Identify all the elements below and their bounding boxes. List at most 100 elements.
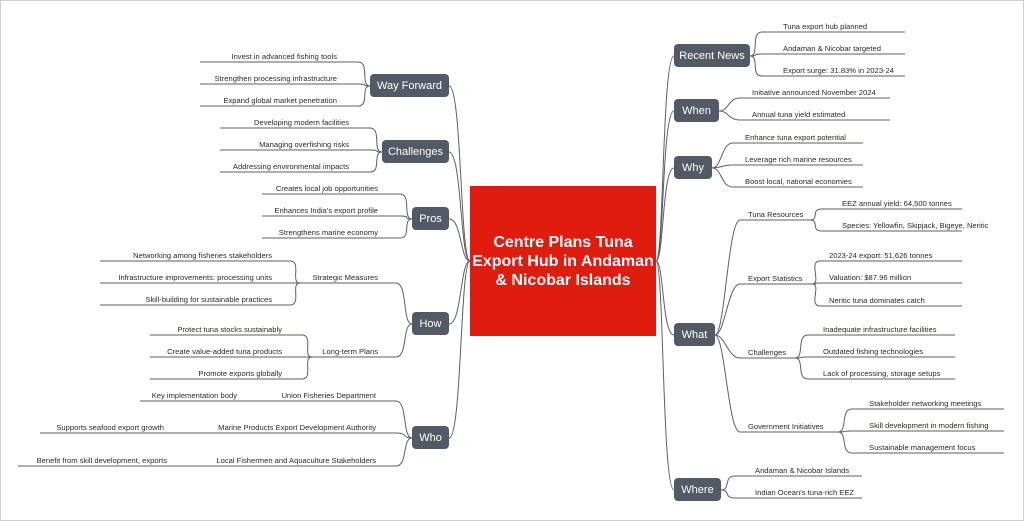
leaf-strategic-2: Infrastructure improvements: processing … — [118, 273, 272, 282]
way-forward-links — [200, 83, 371, 87]
leaf-what-challenges-2: Outdated fishing technologies — [823, 347, 924, 356]
leaf-when-1: Initiative announced November 2024 — [752, 88, 876, 97]
who-links — [200, 437, 413, 467]
central-topic[interactable]: Centre Plans Tuna Export Hub in Andaman … — [470, 186, 656, 336]
node-when[interactable]: When — [674, 99, 719, 122]
what-links — [714, 334, 838, 433]
node-challenges-left[interactable]: Challenges — [382, 140, 449, 163]
leaf-who-local-1: Benefit from skill development, exports — [36, 456, 167, 465]
leaf-export-stats-3: Neritic tuna dominates catch — [829, 296, 925, 305]
how-long-term-plans: Long-term Plans — [322, 347, 378, 356]
leaf-gov-3: Sustainable management focus — [869, 443, 976, 452]
leaf-where-1: Andaman & Nicobar Islands — [755, 466, 850, 475]
node-where[interactable]: Where — [674, 478, 721, 501]
node-how[interactable]: How — [412, 312, 449, 335]
tuna-resources-links — [809, 219, 962, 232]
who-links — [268, 400, 413, 439]
pros-links — [262, 193, 413, 220]
recent-news-links — [749, 31, 905, 57]
what-links — [714, 334, 795, 359]
way-forward-links — [200, 85, 371, 107]
trunk-left — [448, 218, 471, 262]
why-links — [711, 164, 863, 169]
gov-links — [837, 408, 1004, 433]
pros-links — [262, 215, 413, 220]
trunk-left — [448, 85, 471, 262]
way-forward-links — [200, 61, 371, 87]
long-term-links — [150, 356, 313, 380]
leaf-way-forward-2: Strengthen processing infrastructure — [214, 74, 337, 83]
leaf-long-term-2: Create value-added tuna products — [167, 347, 282, 356]
what-export-statistics: Export Statistics — [748, 274, 803, 283]
challenges-links — [220, 149, 383, 153]
node-who[interactable]: Who — [412, 426, 449, 449]
node-pros[interactable]: Pros — [412, 207, 449, 230]
leaf-pros-1: Creates local job opportunities — [275, 184, 378, 193]
leaf-way-forward-3: Expand global market penetration — [223, 96, 337, 105]
when-links — [718, 110, 890, 121]
how-links — [312, 323, 413, 358]
node-why[interactable]: Why — [674, 156, 712, 179]
what-links — [714, 283, 812, 336]
challenges-links — [220, 127, 383, 153]
what-challenges: Challenges — [748, 348, 786, 357]
when-links — [718, 97, 890, 112]
what-links — [714, 219, 810, 336]
why-links — [711, 142, 863, 169]
node-what[interactable]: What — [674, 323, 715, 346]
leaf-who-union-1: Key implementation body — [151, 391, 237, 400]
trunk-right — [655, 260, 675, 336]
leaf-when-2: Annual tuna yield estimated — [752, 110, 846, 119]
leaf-why-3: Boost local, national economies — [745, 177, 852, 186]
trunk-right — [655, 260, 675, 491]
where-links — [720, 475, 862, 491]
what-government-initiatives: Government Initiatives — [748, 422, 824, 431]
gov-links — [837, 430, 1004, 433]
who-local-fishermen: Local Fishermen and Aquaculture Stakehol… — [216, 456, 376, 465]
leaf-recent-news-2: Andaman & Nicobar targeted — [783, 44, 881, 53]
how-strategic-measures: Strategic Measures — [312, 273, 378, 282]
leaf-strategic-1: Networking among fisheries stakeholders — [133, 251, 272, 260]
central-topic-title: Centre Plans Tuna Export Hub in Andaman … — [472, 233, 654, 289]
leaf-gov-1: Stakeholder networking meetings — [869, 399, 982, 408]
trunk-left — [448, 260, 471, 439]
leaf-way-forward-1: Invest in advanced fishing tools — [231, 52, 337, 61]
leaf-challenges-1: Developing modern facilities — [254, 118, 349, 127]
who-mpeda: Marine Products Export Development Autho… — [218, 423, 376, 432]
leaf-challenges-3: Addressing environmental impacts — [232, 162, 349, 171]
leaf-recent-news-1: Tuna export hub planned — [783, 22, 868, 31]
leaf-what-challenges-1: Inadequate infrastructure facilities — [823, 325, 937, 334]
strategic-links — [100, 260, 301, 284]
node-way-forward[interactable]: Way Forward — [370, 74, 449, 97]
central-topic-shape — [470, 186, 656, 336]
trunk-left — [448, 151, 471, 262]
leaf-why-1: Enhance tuna export potential — [745, 133, 846, 142]
what-challenges-links — [794, 356, 955, 359]
who-links — [195, 432, 413, 439]
leaf-what-challenges-3: Lack of processing, storage setups — [823, 369, 941, 378]
pros-links — [262, 218, 413, 239]
export-stats-links — [811, 260, 962, 285]
gov-links — [837, 431, 1004, 454]
where-links — [720, 489, 862, 499]
what-challenges-links — [794, 357, 955, 380]
export-stats-links — [811, 283, 962, 307]
who-union-fisheries: Union Fisheries Department — [281, 391, 376, 400]
tuna-resources-links — [809, 208, 962, 221]
what-tuna-resources: Tuna Resources — [748, 210, 804, 219]
leaf-pros-3: Strengthens marine economy — [278, 228, 378, 237]
leaf-strategic-3: Skill-building for sustainable practices — [145, 295, 272, 304]
leaf-challenges-2: Managing overfishing risks — [259, 140, 349, 149]
leaf-tuna-resources-2: Species: Yellowfin, Skipjack, Bigeye, Ne… — [842, 221, 989, 230]
leaf-gov-2: Skill development in modern fishing — [869, 421, 989, 430]
leaf-recent-news-3: Export surge: 31.83% in 2023-24 — [783, 66, 895, 75]
trunk-right — [655, 167, 675, 262]
challenges-links — [220, 151, 383, 173]
trunk-left — [448, 260, 471, 325]
leaf-why-2: Leverage rich marine resources — [745, 155, 852, 164]
node-recent-news[interactable]: Recent News — [674, 44, 750, 67]
export-stats-links — [811, 282, 962, 285]
leaf-tuna-resources-1: EEZ annual yield: 64,500 tonnes — [842, 199, 952, 208]
long-term-links — [150, 334, 313, 358]
